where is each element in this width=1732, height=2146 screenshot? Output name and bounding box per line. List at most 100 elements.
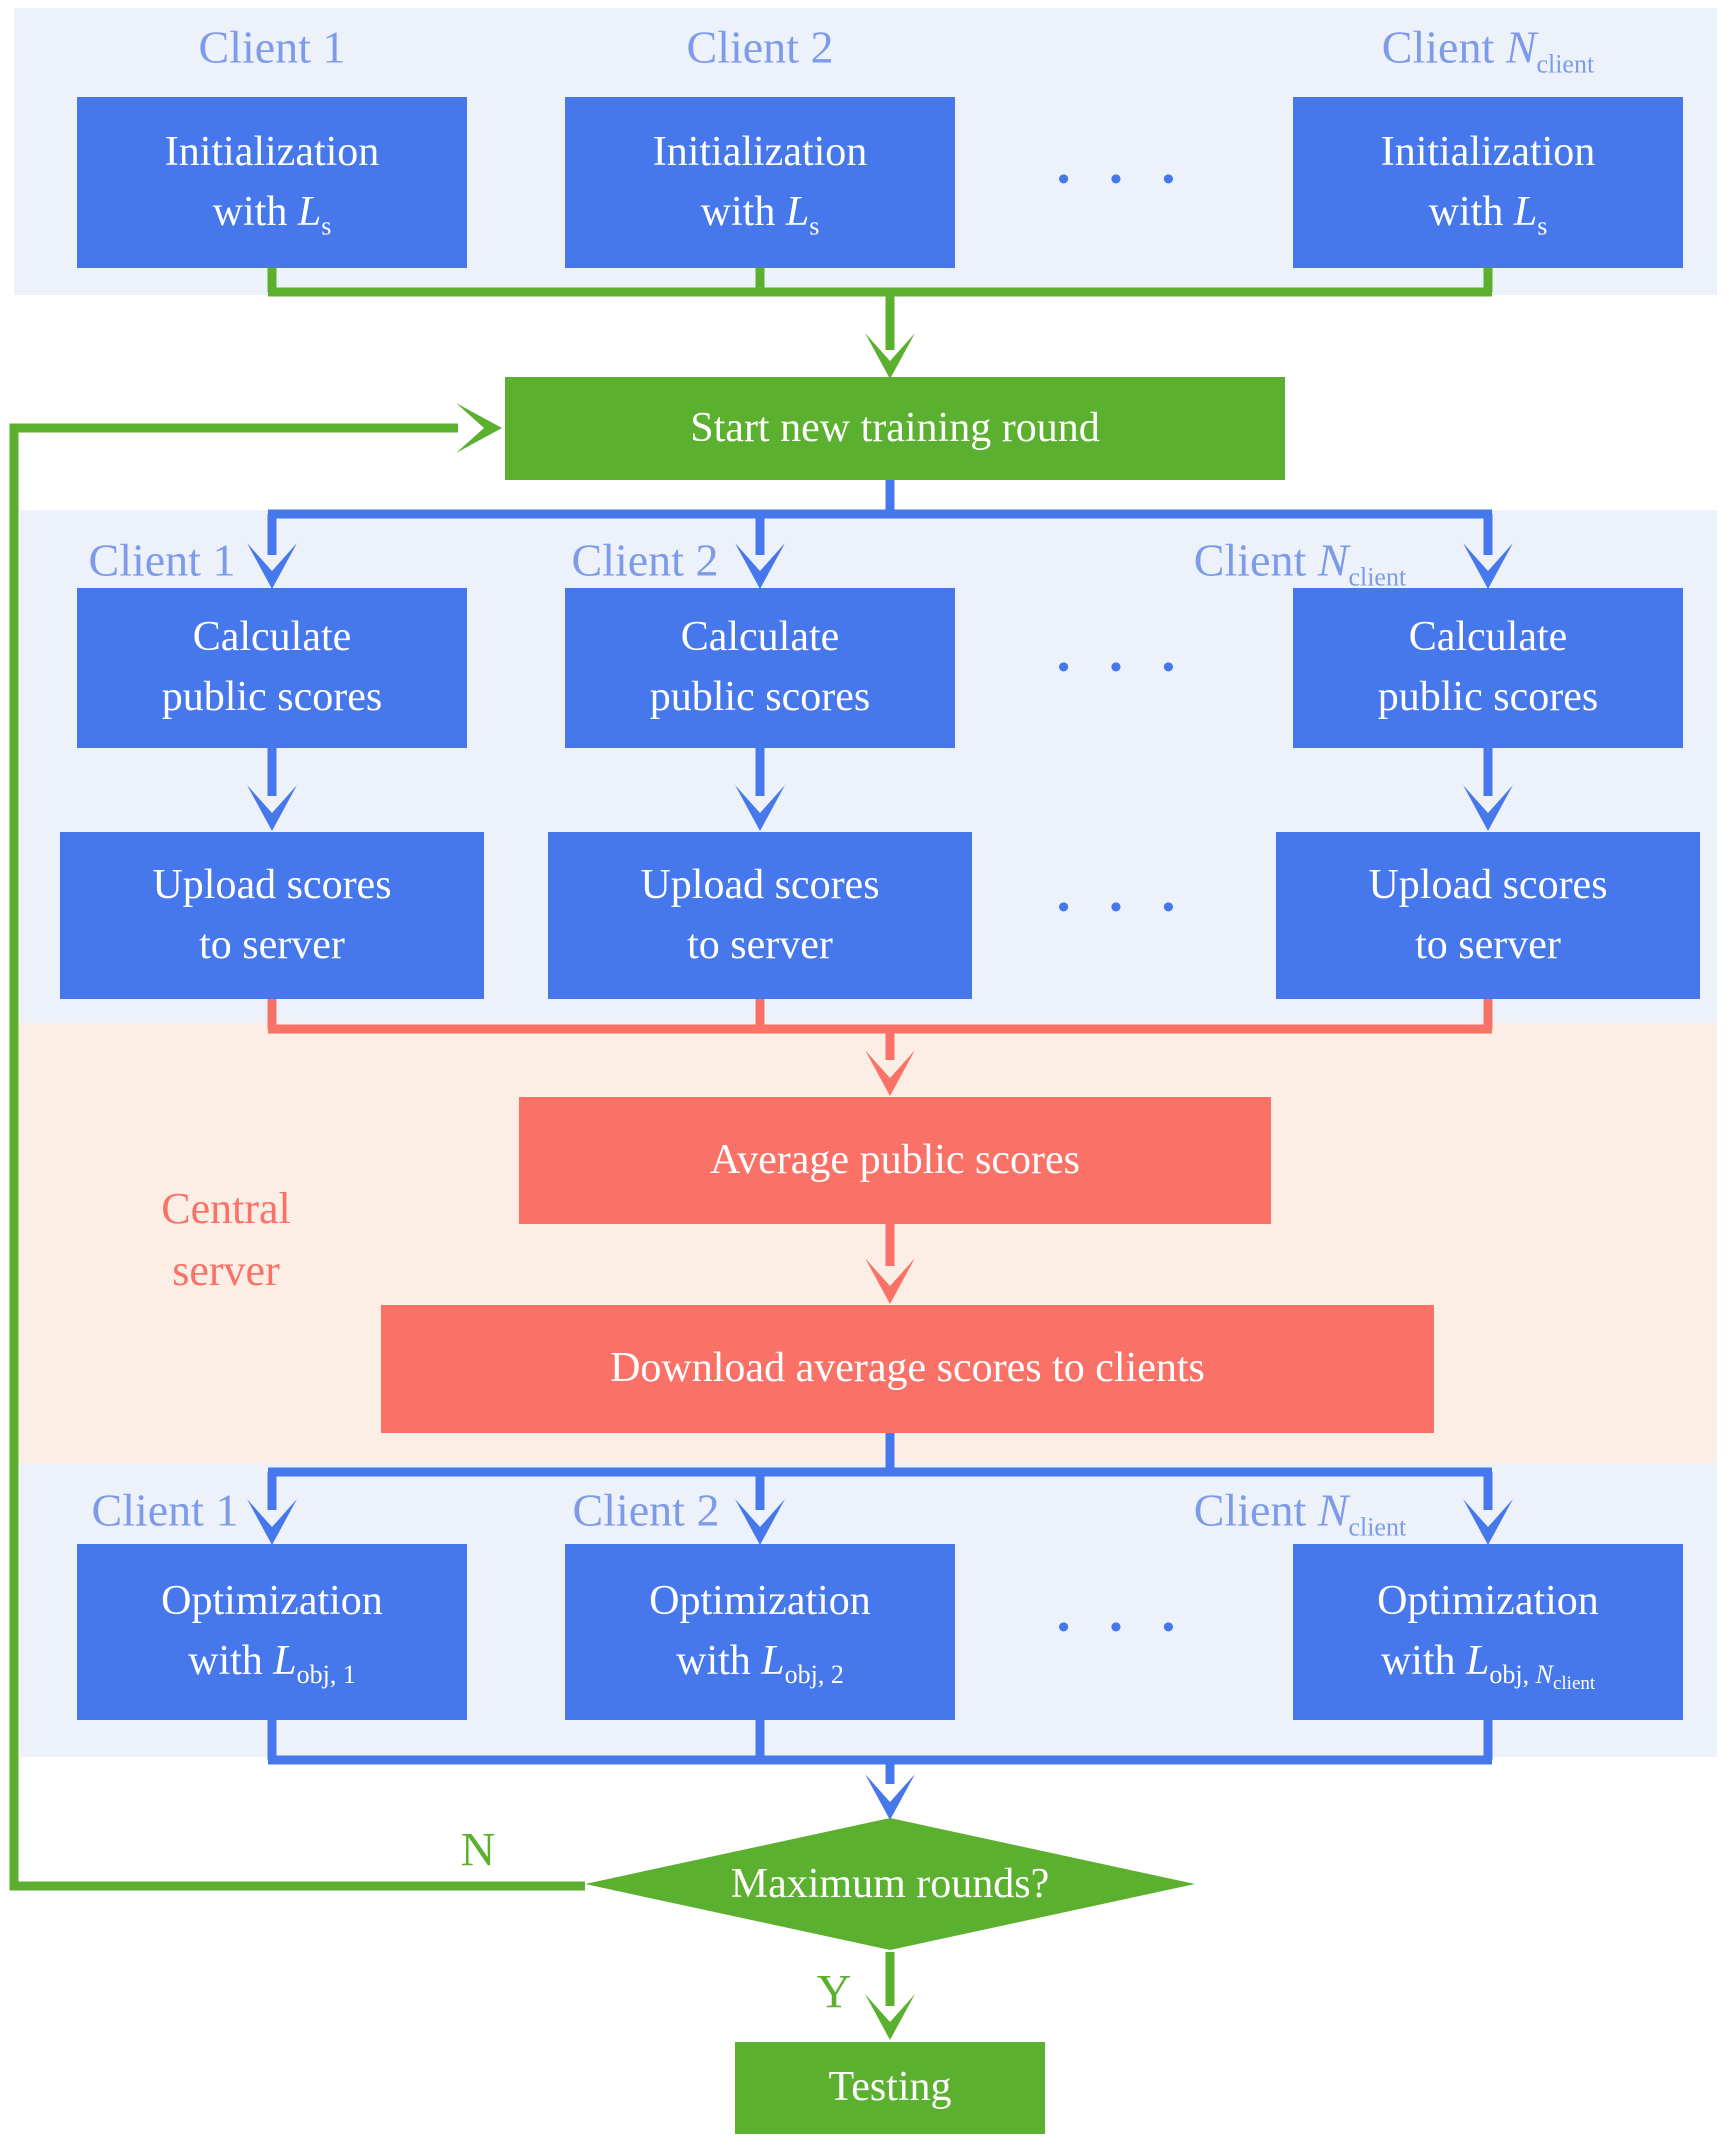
central-server-line1: Central — [161, 1184, 291, 1233]
client2-label-scores: Client 2 — [572, 534, 719, 587]
central-server-label: Central server — [96, 1178, 356, 1302]
opt-box-client1: Optimization with Lobj, 1 — [77, 1544, 467, 1720]
feedback-loop-line — [9, 423, 585, 1891]
upload1-arrowhead — [247, 785, 297, 831]
clientN-label-text: Client — [1193, 534, 1318, 586]
client1-label-text: Client 1 — [88, 534, 236, 586]
calc-box-clientN: Calculate public scores — [1293, 588, 1683, 748]
client2-label-text: Client 2 — [686, 21, 834, 73]
init-loss-sub: s — [1537, 210, 1548, 240]
opt-loss-sub: obj, 2 — [785, 1660, 844, 1689]
init-box-line1: Initialization — [1380, 128, 1596, 175]
central-server-line2: server — [172, 1246, 280, 1295]
ellipsis-upload-row: • • • — [1057, 889, 1191, 926]
average-scores-label: Average public scores — [709, 1136, 1081, 1183]
yes-branch-label: Y — [816, 1965, 852, 2019]
calc-box-line1: Calculate — [1408, 614, 1568, 661]
opt2-arrowhead — [735, 1499, 785, 1545]
client2-label-text: Client 2 — [572, 1484, 720, 1536]
ellipsis-init-row: • • • — [1057, 161, 1191, 198]
client1-label-text: Client 1 — [198, 21, 346, 73]
init-loss-var: L — [785, 188, 810, 235]
opt-loss-sub-sub: client — [1552, 1673, 1596, 1695]
opt-box-line1: Optimization — [649, 1578, 871, 1625]
clientN-label-text: Client — [1381, 21, 1506, 73]
clientN-label-opt: Client Nclient — [1194, 1484, 1406, 1541]
clientN-label-var: N — [1505, 21, 1537, 73]
clientN-label-sub: client — [1536, 49, 1595, 79]
client1-label-init: Client 1 — [199, 21, 346, 74]
client2-label-text: Client 2 — [571, 534, 719, 586]
init-with-text: with — [700, 188, 786, 235]
init-box-line2: with Ls — [213, 183, 332, 243]
opt-box-line2: with Lobj, 1 — [188, 1632, 356, 1692]
start-round-box: Start new training round — [505, 377, 1285, 480]
upload-box-line2: to server — [199, 921, 345, 968]
opt-loss-var: L — [761, 1638, 785, 1684]
opt-loss-var: L — [1466, 1638, 1490, 1684]
opt1-arrowhead — [247, 1499, 297, 1545]
init-box-line1: Initialization — [164, 128, 380, 175]
optN-arrowhead — [1463, 1499, 1513, 1545]
opt-loss-sub: obj, Nclient — [1489, 1660, 1595, 1694]
feedback-arrowhead — [456, 403, 502, 453]
init-loss-sub: s — [321, 210, 332, 240]
opt-with-text: with — [1380, 1638, 1467, 1684]
client2-label-init: Client 2 — [687, 21, 834, 74]
testing-box: Testing — [735, 2042, 1045, 2134]
upload-box-line2: to server — [687, 921, 833, 968]
clientN-label-scores: Client Nclient — [1193, 534, 1406, 591]
opt-box-clientN: Optimization with Lobj, Nclient — [1293, 1544, 1683, 1720]
upload-box-client1: Upload scores to server — [60, 832, 484, 999]
upload-box-client2: Upload scores to server — [548, 832, 972, 999]
client2-label-opt: Client 2 — [573, 1484, 720, 1537]
to-download-arrowhead — [865, 1258, 915, 1304]
testing-label: Testing — [828, 2064, 952, 2111]
opt-with-text: with — [188, 1638, 274, 1684]
decision-diamond — [585, 1818, 1195, 1950]
start-round-label: Start new training round — [690, 404, 1100, 451]
opt-loss-sub: obj, 1 — [297, 1660, 356, 1689]
download-scores-box: Download average scores to clients — [381, 1305, 1434, 1433]
init-box-clientN: Initialization with Ls — [1293, 97, 1683, 268]
init-with-text: with — [212, 188, 298, 235]
calc1-arrowhead — [247, 543, 297, 589]
blue-arrowheads — [247, 543, 1513, 1820]
opt-box-line2: with Lobj, 2 — [676, 1632, 844, 1692]
download-scores-label: Download average scores to clients — [610, 1345, 1205, 1392]
client1-label-opt: Client 1 — [92, 1484, 239, 1537]
calc-box-line1: Calculate — [192, 614, 352, 661]
init-loss-var: L — [1513, 188, 1538, 235]
upload-box-line1: Upload scores — [1368, 861, 1608, 908]
calcN-arrowhead — [1463, 543, 1513, 589]
to-average-arrowhead — [865, 1050, 915, 1096]
calc-box-line2: public scores — [161, 674, 383, 720]
calc-box-line1: Calculate — [680, 614, 840, 661]
upload-box-line2: to server — [1415, 921, 1561, 968]
upload2-arrowhead — [735, 785, 785, 831]
upload-box-clientN: Upload scores to server — [1276, 832, 1700, 999]
opt-loss-sub-pre: obj, — [1489, 1660, 1536, 1690]
client1-label-text: Client 1 — [91, 1484, 239, 1536]
clientN-label-var: N — [1317, 534, 1349, 586]
upload-box-line1: Upload scores — [152, 861, 392, 908]
average-scores-box: Average public scores — [519, 1097, 1271, 1224]
calc-box-line2: public scores — [1377, 674, 1599, 720]
init-loss-var: L — [297, 188, 322, 235]
init-box-line1: Initialization — [652, 128, 868, 175]
clientN-label-sub: client — [1348, 1512, 1407, 1542]
opt-loss-var: L — [273, 1638, 297, 1684]
yes-arrowhead — [865, 1994, 915, 2040]
init-loss-sub: s — [809, 210, 820, 240]
red-connectors — [267, 999, 1493, 1266]
opt-box-client2: Optimization with Lobj, 2 — [565, 1544, 955, 1720]
opt-box-line2: with Lobj, Nclient — [1380, 1632, 1595, 1694]
calc-box-client1: Calculate public scores — [77, 588, 467, 748]
client1-label-scores: Client 1 — [89, 534, 236, 587]
clientN-label-init: Client Nclient — [1381, 21, 1594, 78]
clientN-label-var: N — [1317, 1484, 1349, 1536]
calc-box-line2: public scores — [649, 674, 871, 720]
to-start-arrowhead — [865, 333, 915, 379]
